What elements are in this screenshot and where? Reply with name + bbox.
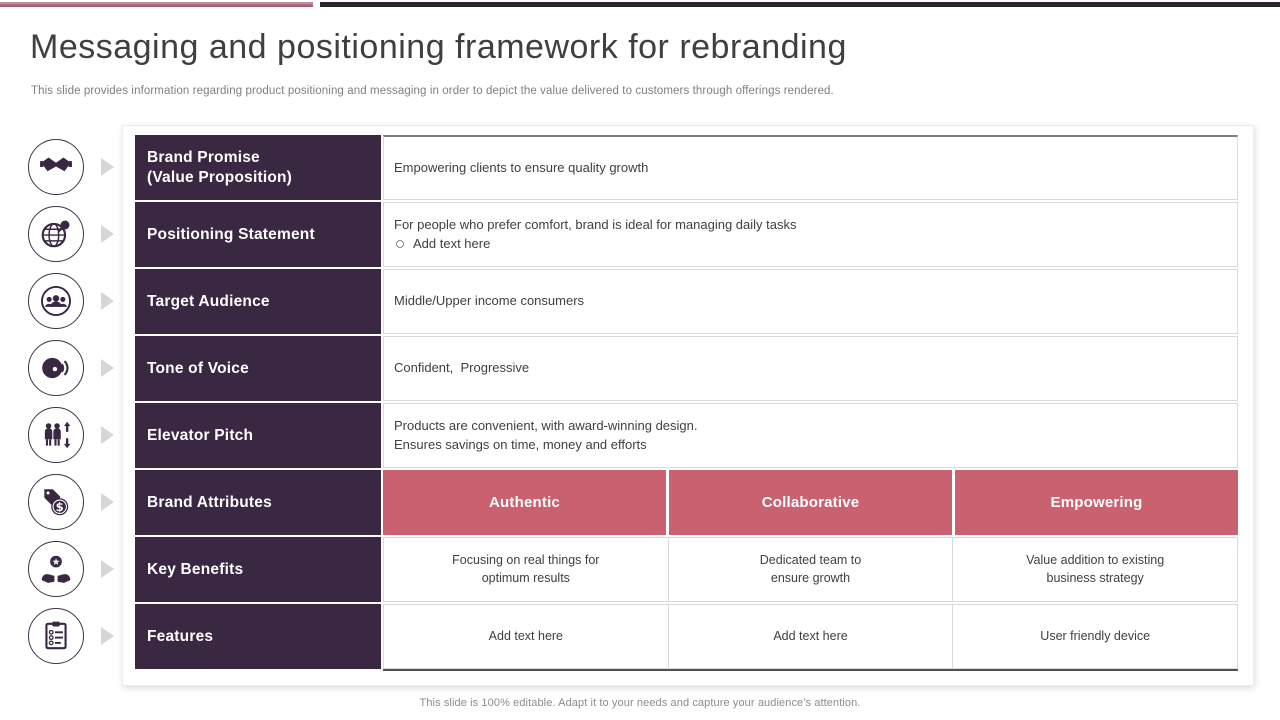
handshake-icon bbox=[28, 139, 84, 195]
row-header-features: Features bbox=[135, 604, 381, 669]
svg-text:★: ★ bbox=[52, 557, 61, 568]
framework-table: Brand Promise (Value Proposition) Empowe… bbox=[135, 135, 1238, 669]
bullet-line: Add text here bbox=[394, 235, 490, 253]
attribute-cell-authentic: Authentic bbox=[383, 470, 666, 535]
feature-cells: Add text here Add text here User friendl… bbox=[383, 604, 1238, 669]
top-accent-bar-pink bbox=[0, 2, 313, 7]
row-header-label: Elevator Pitch bbox=[147, 426, 254, 444]
content-text: Empowering clients to ensure quality gro… bbox=[394, 159, 649, 175]
chevron-right-icon bbox=[101, 359, 114, 377]
svg-text:$: $ bbox=[56, 500, 64, 514]
table-row-key-benefits: Key Benefits Focusing on real things for… bbox=[135, 537, 1238, 602]
table-row-positioning-statement: Positioning Statement For people who pre… bbox=[135, 202, 1238, 267]
benefit-cell: Value addition to existing business stra… bbox=[1026, 553, 1165, 585]
key-benefit-cells: Focusing on real things for optimum resu… bbox=[383, 537, 1238, 602]
row-header-label: (Value Proposition) bbox=[147, 168, 293, 186]
content-text: Products are convenient, with award-winn… bbox=[394, 418, 698, 434]
add-text-placeholder[interactable]: Add text here bbox=[669, 605, 954, 668]
row-header-target-audience: Target Audience bbox=[135, 269, 381, 334]
price-tag-dollar-icon: $ bbox=[28, 474, 84, 530]
table-row-elevator-pitch: Elevator Pitch Products are convenient, … bbox=[135, 403, 1238, 468]
checklist-icon bbox=[28, 608, 84, 664]
benefit-cell: Dedicated team to ensure growth bbox=[669, 538, 954, 601]
icon-row-elevator-pitch bbox=[28, 403, 114, 468]
table-row-features: Features Add text here Add text here Use… bbox=[135, 604, 1238, 669]
row-header-label: Key Benefits bbox=[147, 560, 244, 578]
feature-cell: User friendly device bbox=[1040, 628, 1151, 643]
chevron-right-icon bbox=[101, 426, 114, 444]
row-header-label: Brand Promise bbox=[147, 149, 260, 167]
audience-icon bbox=[28, 273, 84, 329]
icon-row-tone-of-voice bbox=[28, 336, 114, 401]
content-text: Ensures savings on time, money and effor… bbox=[394, 436, 647, 452]
content-text: Middle/Upper income consumers bbox=[394, 293, 585, 309]
row-header-label: Brand Attributes bbox=[147, 493, 272, 511]
editable-note: This slide is 100% editable. Adapt it to… bbox=[419, 697, 861, 709]
table-row-tone-of-voice: Tone of Voice Confident, Progressive bbox=[135, 336, 1238, 401]
bullet-circle-icon bbox=[396, 239, 404, 248]
icon-row-brand-promise bbox=[28, 135, 114, 200]
content-text: For people who prefer comfort, brand is … bbox=[394, 217, 797, 233]
brand-attribute-cells: Authentic Collaborative Empowering bbox=[383, 470, 1238, 535]
chevron-right-icon bbox=[101, 493, 114, 511]
row-header-label: Target Audience bbox=[147, 292, 270, 310]
row-header-label: Positioning Statement bbox=[147, 225, 315, 243]
row-content: Middle/Upper income consumers bbox=[383, 269, 1238, 334]
row-content: Empowering clients to ensure quality gro… bbox=[383, 135, 1238, 200]
top-accent-bar-dark bbox=[320, 2, 1280, 7]
benefit-cell: Focusing on real things for optimum resu… bbox=[384, 538, 669, 601]
icon-row-brand-attributes: $ bbox=[28, 470, 114, 535]
row-content: For people who prefer comfort, brand is … bbox=[383, 202, 1238, 267]
voice-icon bbox=[28, 340, 84, 396]
chevron-right-icon bbox=[101, 225, 114, 243]
attribute-cell-empowering: Empowering bbox=[955, 470, 1238, 535]
row-header-label: Features bbox=[147, 627, 214, 645]
row-content: Products are convenient, with award-winn… bbox=[383, 403, 1238, 468]
row-header-tone-of-voice: Tone of Voice bbox=[135, 336, 381, 401]
row-header-brand-attributes: Brand Attributes bbox=[135, 470, 381, 535]
content-text: Confident, Progressive bbox=[394, 360, 530, 376]
table-row-brand-promise: Brand Promise (Value Proposition) Empowe… bbox=[135, 135, 1238, 200]
row-content: Confident, Progressive bbox=[383, 336, 1238, 401]
page-subtitle: This slide provides information regardin… bbox=[31, 85, 834, 97]
chevron-right-icon bbox=[101, 158, 114, 176]
chevron-right-icon bbox=[101, 627, 114, 645]
chevron-right-icon bbox=[101, 292, 114, 310]
elevator-icon bbox=[28, 407, 84, 463]
icon-row-features bbox=[28, 604, 114, 669]
row-header-brand-promise: Brand Promise (Value Proposition) bbox=[135, 135, 381, 200]
chevron-right-icon bbox=[101, 560, 114, 578]
icon-row-target-audience bbox=[28, 269, 114, 334]
icon-row-key-benefits: ★ bbox=[28, 537, 114, 602]
add-text-placeholder[interactable]: Add text here bbox=[384, 605, 669, 668]
table-row-target-audience: Target Audience Middle/Upper income cons… bbox=[135, 269, 1238, 334]
icon-column: $ ★ bbox=[28, 135, 114, 669]
row-header-label: Tone of Voice bbox=[147, 359, 249, 377]
globe-search-icon bbox=[28, 206, 84, 262]
page-title: Messaging and positioning framework for … bbox=[30, 28, 847, 66]
add-text-placeholder[interactable]: Add text here bbox=[413, 235, 491, 251]
row-header-key-benefits: Key Benefits bbox=[135, 537, 381, 602]
attribute-cell-collaborative: Collaborative bbox=[669, 470, 952, 535]
hands-star-icon: ★ bbox=[28, 541, 84, 597]
row-header-positioning-statement: Positioning Statement bbox=[135, 202, 381, 267]
icon-row-positioning bbox=[28, 202, 114, 267]
row-header-elevator-pitch: Elevator Pitch bbox=[135, 403, 381, 468]
table-row-brand-attributes: Brand Attributes Authentic Collaborative… bbox=[135, 470, 1238, 535]
